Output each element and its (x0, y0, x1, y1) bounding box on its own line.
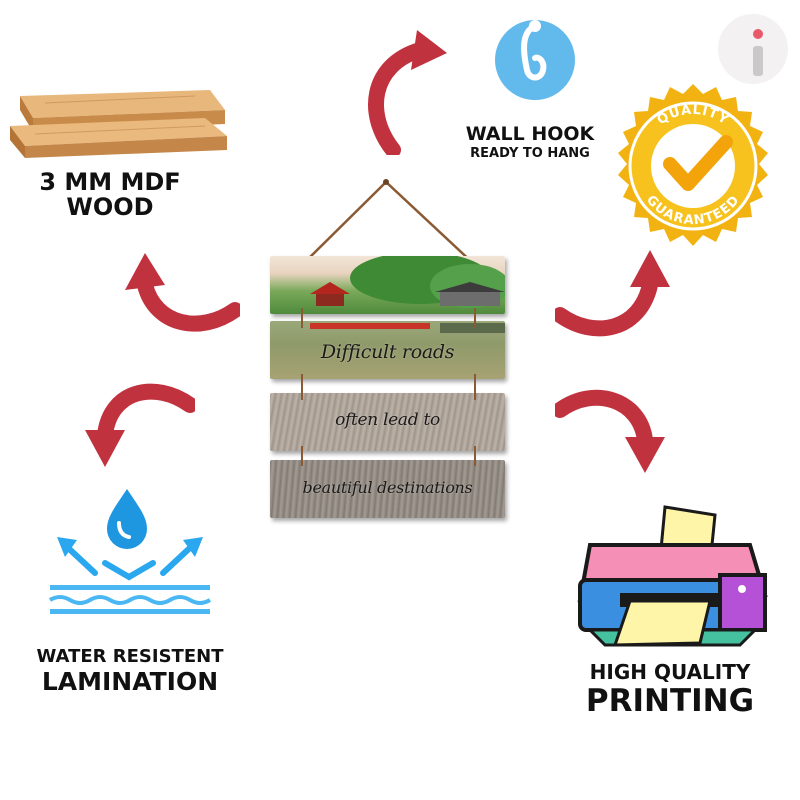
lamination-title: WATER RESISTENT LAMINATION (15, 646, 245, 696)
hook-title: WALL HOOK READY TO HANG (450, 123, 610, 161)
quote-line-1: Difficult roads (320, 341, 455, 363)
wood-title: 3 MM MDF WOOD (0, 168, 220, 222)
brand-logo (718, 14, 788, 84)
printing-title: HIGH QUALITY PRINTING (570, 662, 770, 718)
wall-hook-icon (487, 12, 587, 112)
printing-line1: HIGH QUALITY (589, 660, 751, 684)
quality-badge: QUALITY GUARANTEED (608, 82, 778, 252)
plank-2: Difficult roads (270, 321, 505, 379)
water-resistant-icon (45, 485, 215, 625)
hook-line2: READY TO HANG (470, 145, 590, 161)
plank-3: often lead to (270, 393, 505, 451)
hook-line1: WALL HOOK (465, 123, 595, 145)
arrow-to-badge-icon (555, 250, 670, 337)
lamination-line2: LAMINATION (41, 666, 219, 696)
wood-line2: WOOD (66, 193, 154, 222)
arrow-to-lamination-icon (85, 383, 195, 467)
wood-line1: 3 MM MDF (39, 168, 181, 196)
arrow-to-hook-icon (368, 30, 447, 155)
printing-line2: PRINTING (585, 683, 755, 719)
plank-1 (270, 256, 505, 314)
arrow-to-printer-icon (555, 389, 665, 473)
quote-line-2: often lead to (335, 410, 440, 430)
lamination-line1: WATER RESISTENT (36, 646, 224, 667)
plank-4: beautiful destinations (270, 460, 505, 518)
quote-line-3: beautiful destinations (302, 478, 473, 497)
hanging-string (301, 179, 476, 266)
plank-strings (301, 308, 476, 466)
arrow-to-wood-icon (125, 253, 240, 332)
brand-logo-icon (753, 29, 763, 76)
wood-planks-icon (5, 88, 230, 158)
printer-icon (570, 505, 775, 655)
